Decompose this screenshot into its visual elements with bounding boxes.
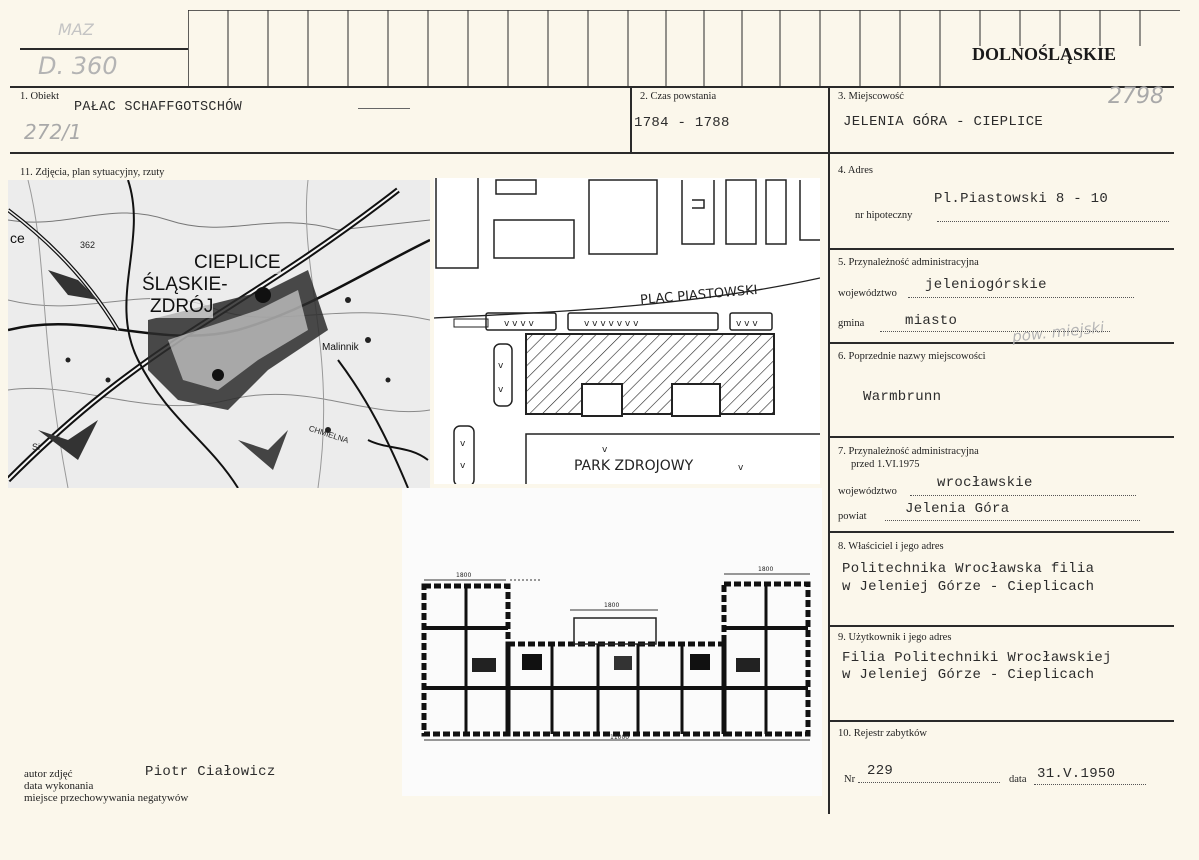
f1-underline xyxy=(358,108,410,109)
region-name: DOLNOŚLĄSKIE xyxy=(972,44,1117,64)
f10-label: 10. Rejestr zabytków xyxy=(838,728,927,739)
f5-gmina-label: gmina xyxy=(838,318,865,329)
map-town2: ŚLĄSKIE- xyxy=(142,274,228,296)
f7-label2: przed 1.VI.1975 xyxy=(851,459,920,470)
autor-value: Piotr Ciałowicz xyxy=(145,764,276,780)
floor-dim-right: 1800 xyxy=(758,566,774,573)
f4-dotted-line xyxy=(937,221,1169,222)
rule-row1-bottom xyxy=(10,152,1174,154)
number-right: 2798 xyxy=(1108,84,1164,109)
f6-label: 6. Poprzednie nazwy miejscowości xyxy=(838,351,986,362)
f5-woj-dotted xyxy=(908,297,1134,298)
f5-label: 5. Przynależność administracyjna xyxy=(838,257,979,268)
svg-text:v: v xyxy=(602,445,608,455)
rule-f8-bottom xyxy=(828,625,1174,627)
f8-line1: Politechnika Wrocławska filia xyxy=(842,561,1095,577)
f3-label: 3. Miejscowość xyxy=(838,91,904,102)
f7-powiat-label: powiat xyxy=(838,511,867,522)
f9-label: 9. Użytkownik i jego adres xyxy=(838,632,952,643)
svg-text:v v v v v v v: v v v v v v v xyxy=(584,319,639,329)
f2-value: 1784 - 1788 xyxy=(634,115,730,131)
floor-plan-svg xyxy=(402,488,822,796)
f4-value: Pl.Piastowski 8 - 10 xyxy=(934,191,1109,207)
floor-dim-center: 1800 xyxy=(604,602,620,609)
f7-woj-value: wrocławskie xyxy=(937,475,1033,491)
floor-dim-bottom: 11000 xyxy=(610,734,630,741)
rule-f9-bottom xyxy=(828,720,1174,722)
f10-nr-label: Nr xyxy=(844,774,856,785)
map-town3: ZDRÓJ xyxy=(150,296,214,318)
f8-line2: w Jeleniej Górze - Cieplicach xyxy=(842,579,1095,595)
svg-text:v v v v: v v v v xyxy=(504,319,535,329)
f4-label: 4. Adres xyxy=(838,165,873,176)
rule-f5-bottom xyxy=(828,342,1174,344)
f8-label: 8. Właściciel i jego adres xyxy=(838,541,944,552)
vline-f1-f2 xyxy=(630,86,632,152)
floor-dim-left: 1800 xyxy=(456,572,472,579)
svg-text:v: v xyxy=(460,461,466,471)
vline-main-right xyxy=(828,86,830,814)
f7-powiat-value: Jelenia Góra xyxy=(905,501,1010,517)
f5-gmina-value: miasto xyxy=(905,313,958,329)
svg-text:v: v xyxy=(498,361,504,371)
f7-powiat-dotted xyxy=(885,520,1140,521)
map-elev: 362 xyxy=(80,240,96,250)
f11-label: 11. Zdjęcia, plan sytuacyjny, rzuty xyxy=(20,167,165,178)
topographic-map-photo: CIEPLICE ŚLĄSKIE- ZDRÓJ Malinnik 362 ce … xyxy=(8,180,430,488)
svg-text:v: v xyxy=(460,439,466,449)
svg-text:v: v xyxy=(738,463,744,473)
f10-data-dotted xyxy=(1034,784,1146,785)
f9-line1: Filia Politechniki Wrocławskiej xyxy=(842,650,1112,666)
f9-line2: w Jeleniej Górze - Cieplicach xyxy=(842,667,1095,683)
f1-value: PAŁAC SCHAFFGOTSCHÓW xyxy=(74,100,243,115)
f5-woj-value: jeleniogórskie xyxy=(925,277,1047,293)
f10-nr-dotted xyxy=(858,782,1000,783)
svg-text:v: v xyxy=(498,385,504,395)
f6-value: Warmbrunn xyxy=(863,389,942,405)
f10-data-label: data xyxy=(1009,774,1027,785)
autor-label: autor zdjęć xyxy=(24,768,73,780)
f7-label: 7. Przynależność administracyjna xyxy=(838,446,979,457)
strip-left-divider xyxy=(20,48,188,50)
f10-data-value: 31.V.1950 xyxy=(1037,766,1116,782)
map-town1: CIEPLICE xyxy=(194,252,281,274)
miejsce-label: miejsce przechowywania negatywów xyxy=(24,792,189,804)
svg-text:v v v: v v v xyxy=(736,319,758,329)
f3-value: JELENIA GÓRA - CIEPLICE xyxy=(843,114,1044,130)
rule-f4-bottom xyxy=(828,248,1174,250)
site-park-label: PARK ZDROJOWY xyxy=(574,458,694,474)
f5-gmina-dotted xyxy=(880,331,1110,332)
corner-code: D. 360 xyxy=(38,52,118,80)
data-label: data wykonania xyxy=(24,780,94,792)
inventory-no: 272/1 xyxy=(24,120,82,144)
map-small: Si xyxy=(32,442,41,452)
f2-label: 2. Czas powstania xyxy=(640,91,717,102)
rule-f6-bottom xyxy=(828,436,1174,438)
f1-label: 1. Obiekt xyxy=(20,91,60,102)
site-plan-drawing: v v v v v v v v v v v v v v v v v v v v … xyxy=(434,178,820,484)
f10-nr-value: 229 xyxy=(867,763,894,779)
f5-woj-label: województwo xyxy=(838,288,897,299)
map-place: Malinnik xyxy=(322,342,359,353)
f7-woj-label: województwo xyxy=(838,486,897,497)
map-drawing xyxy=(8,180,430,488)
rule-top xyxy=(10,86,1174,88)
f7-woj-dotted xyxy=(910,495,1136,496)
site-plan-svg: v v v v v v v v v v v v v v v v v v v v xyxy=(434,178,820,484)
corner-note-top: MAZ xyxy=(58,20,94,39)
map-edge: ce xyxy=(10,230,25,246)
rule-f7-bottom xyxy=(828,531,1174,533)
index-grid xyxy=(188,10,1180,86)
index-strip xyxy=(188,10,1180,86)
floor-plan-photo: 1800 1800 1800 11000 xyxy=(402,488,822,796)
f4-sub: nr hipoteczny xyxy=(855,210,913,221)
